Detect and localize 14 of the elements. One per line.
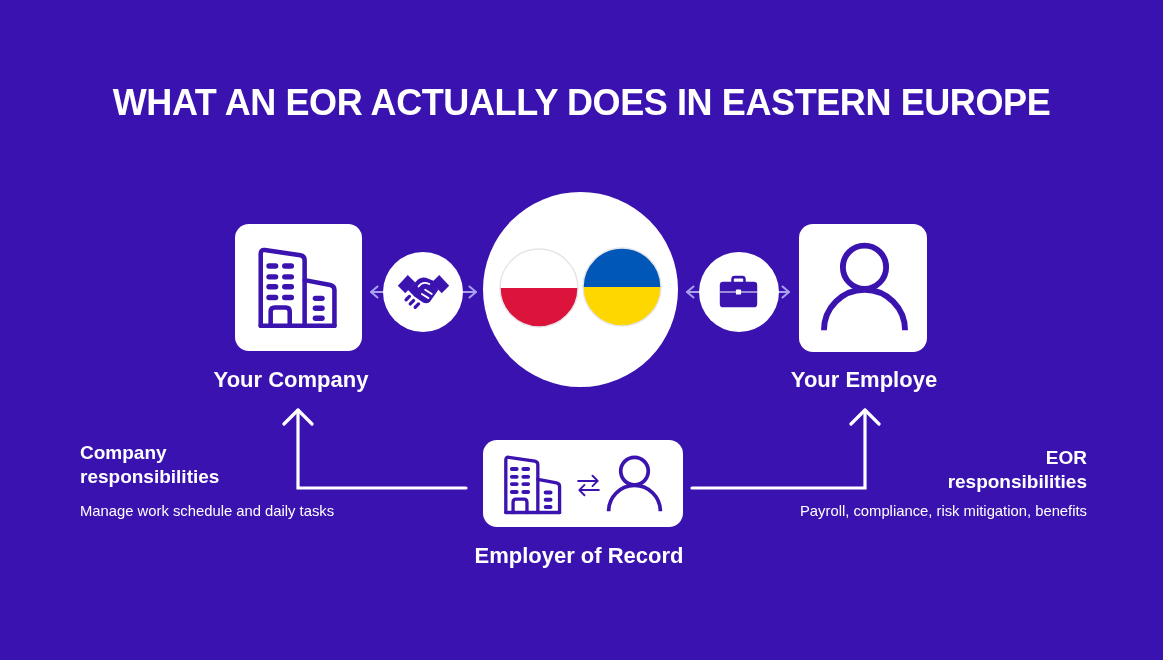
description: Payroll, compliance, risk mitigation, benefits [800,502,1087,520]
arrow [778,285,790,299]
node-label: Employer of Record [474,543,684,569]
node-label: Your Company [213,367,369,393]
arrow [370,285,384,299]
arrow [282,408,468,490]
title: WHAT AN EOR ACTUALLY DOES IN EASTERN EUROPE [112,82,1051,124]
description: Manage work schedule and daily tasks [80,502,335,520]
section-heading: Company responsibilities [80,441,221,489]
arrow [690,408,881,490]
node-label: Your Employe [790,367,938,393]
arrow [462,285,477,299]
arrow [686,285,700,299]
section-heading: EOR responsibilities [946,446,1087,494]
